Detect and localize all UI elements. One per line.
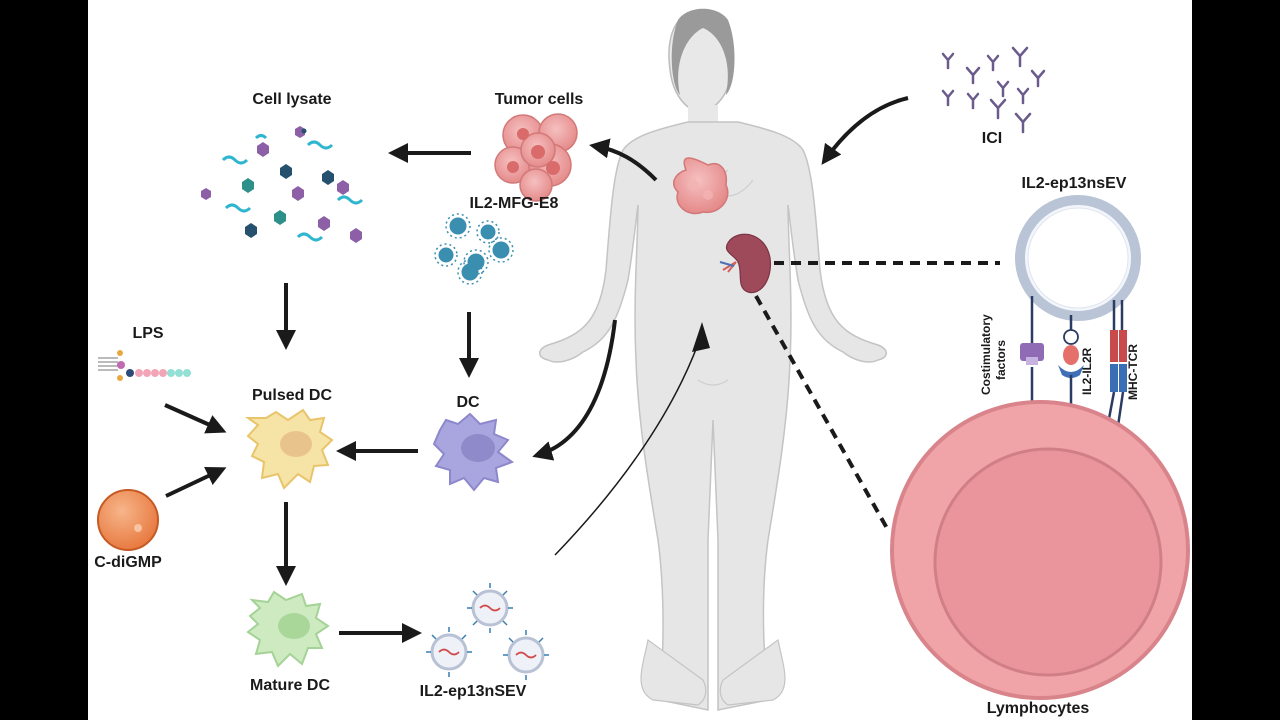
arrowhead-ev-to-body <box>692 322 710 352</box>
label-il2-mfg-e8: IL2-MFG-E8 <box>470 195 559 212</box>
mature-dendritic-cell-icon <box>246 590 330 668</box>
spleen-icon <box>719 233 772 294</box>
extracellular-vesicle-icon <box>1015 195 1141 321</box>
label-lps: LPS <box>132 325 163 342</box>
arrow-body-tumor-to-tumor-cells <box>589 138 658 182</box>
label-tumor-cells: Tumor cells <box>495 91 584 108</box>
dashed-connector-to-lymphocyte <box>754 295 890 531</box>
label-dc: DC <box>456 394 480 411</box>
human-body-figure <box>539 8 887 711</box>
pulsed-dendritic-cell-icon <box>244 408 334 490</box>
ici-antibodies-icon <box>941 46 1046 134</box>
label-lymphocytes: Lymphocytes <box>987 700 1090 717</box>
tumor-mass-icon <box>673 157 729 215</box>
mhc-tcr-pair-icon <box>1106 300 1127 427</box>
tumor-cells-cluster-icon <box>494 113 578 202</box>
diagram-canvas: Cell lysate Tumor cells IL2-MFG <box>88 0 1192 720</box>
label-ici: ICI <box>982 130 1002 147</box>
label-pulsed-dc: Pulsed DC <box>252 387 332 404</box>
label-il2-ep13nsev-particles: IL2-ep13nSEV <box>420 683 527 700</box>
lymphocyte-cell-icon <box>890 400 1190 700</box>
lps-molecule-icon <box>98 350 191 381</box>
label-mhc-tcr: MHC-TCR <box>1126 344 1140 400</box>
costimulatory-factor-pair-icon <box>1020 296 1044 410</box>
c-digmp-particle-icon <box>97 489 159 551</box>
arrow-body-to-dc <box>532 319 617 461</box>
arrow-lps-to-pulsed-dc <box>164 403 227 434</box>
il2-mfg-e8-particles-icon <box>434 213 514 285</box>
arrow-cdigmp-to-pulsed-dc <box>165 466 227 498</box>
label-il2-ep13nsev-vesicle: IL2-ep13nsEV <box>1022 175 1127 192</box>
dendritic-cell-icon <box>432 412 515 492</box>
label-c-digmp: C-diGMP <box>94 554 162 571</box>
label-costimulatory-line2: factors <box>994 340 1008 380</box>
diagram-svg: Cell lysate Tumor cells IL2-MFG <box>94 8 1190 717</box>
label-costimulatory-line1: Costimulatory <box>979 314 993 395</box>
label-cell-lysate: Cell lysate <box>252 91 331 108</box>
cell-lysate-fragments-icon <box>201 126 364 243</box>
label-mature-dc: Mature DC <box>250 677 330 694</box>
curve-ev-to-body <box>554 329 704 556</box>
il2-ep13nsev-particles-icon <box>426 583 549 680</box>
il2-il2r-pair-icon <box>1058 315 1084 413</box>
arrow-ici-to-body <box>821 96 909 165</box>
label-il2-il2r: IL2-IL2R <box>1080 347 1094 395</box>
